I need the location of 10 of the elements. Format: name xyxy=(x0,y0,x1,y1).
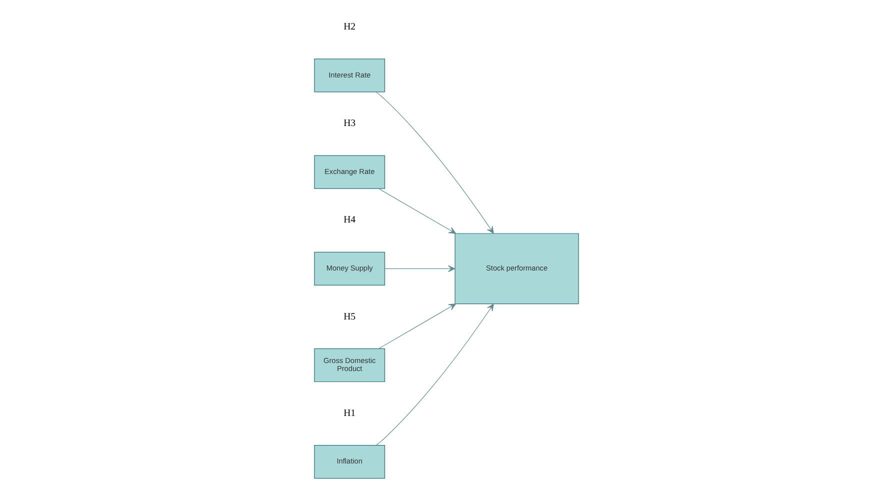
node-label: H2 xyxy=(343,21,356,32)
arrow xyxy=(375,92,494,234)
arrow xyxy=(384,265,455,272)
node-label: H4 xyxy=(343,214,356,226)
node-label: H5 xyxy=(343,311,356,322)
node-label: H3 xyxy=(343,118,356,130)
arrow xyxy=(378,304,456,349)
arrow xyxy=(375,304,494,446)
arrow xyxy=(378,188,456,234)
node-label: H1 xyxy=(343,408,356,419)
